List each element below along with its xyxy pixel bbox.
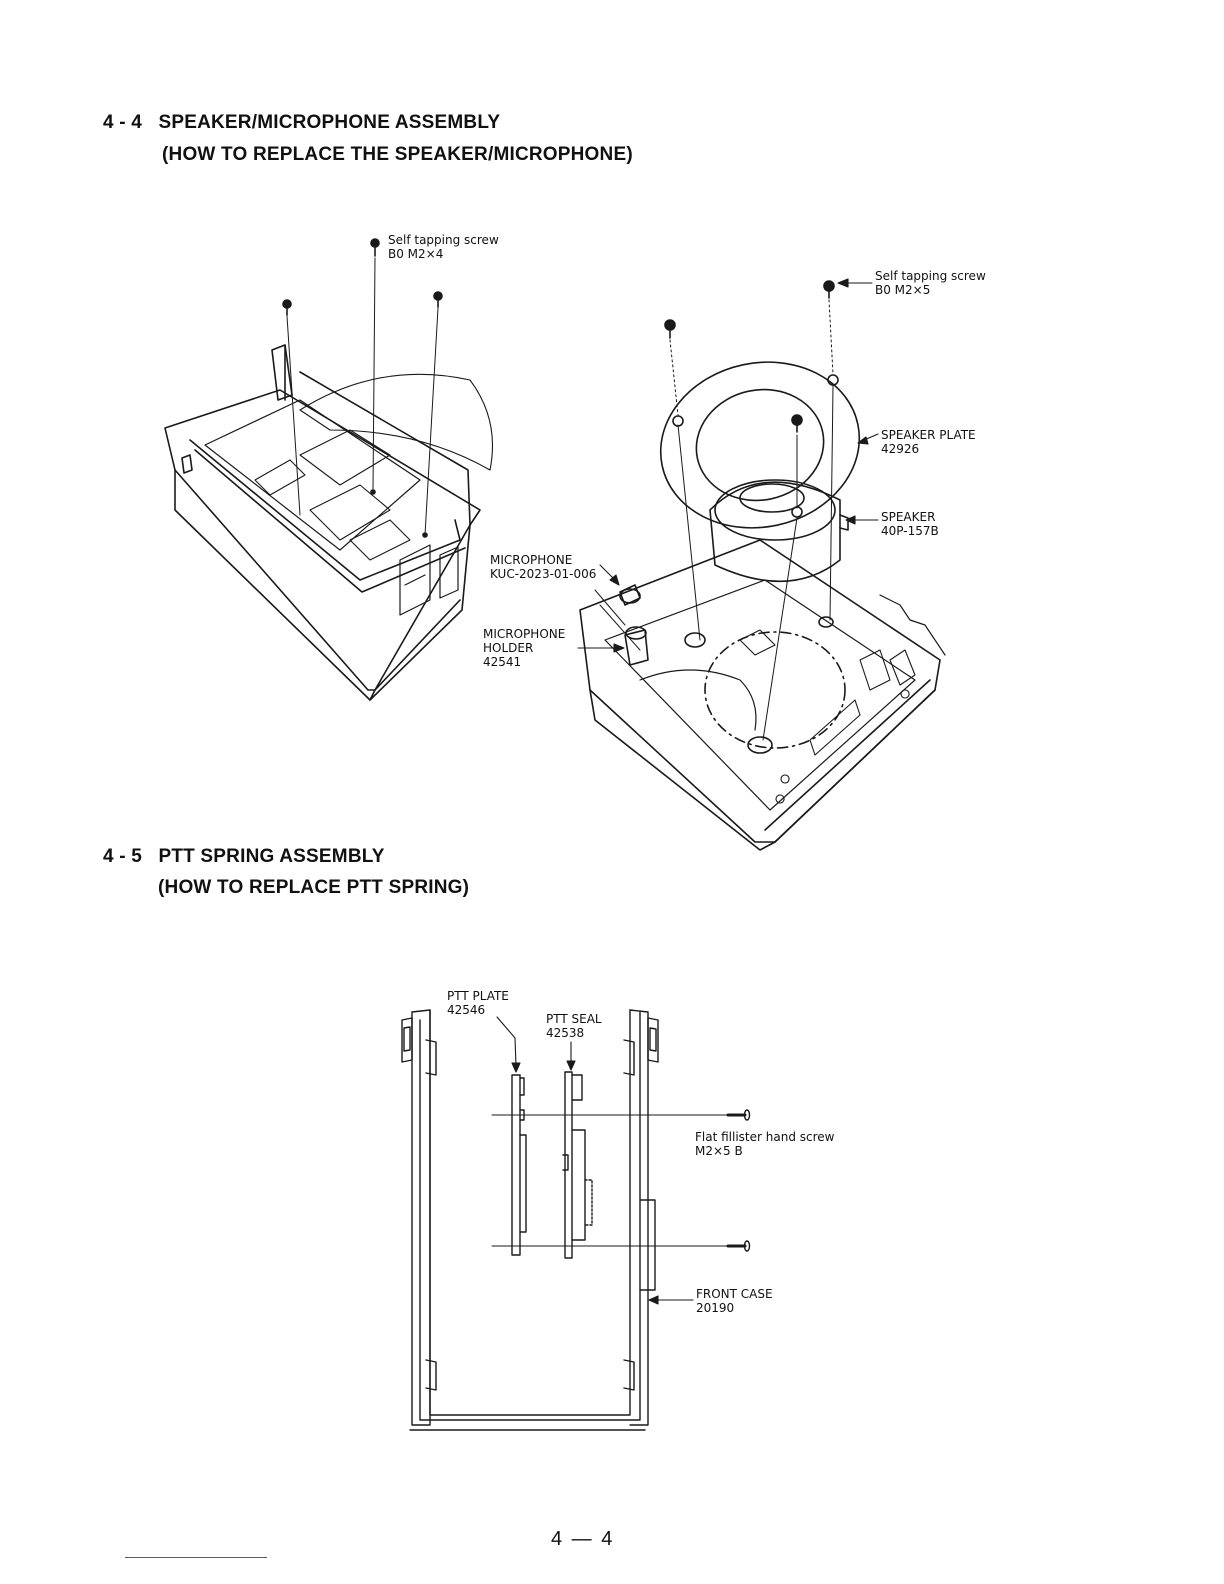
screw-icon — [791, 414, 803, 433]
speaker-part: 40P-157B — [881, 524, 939, 538]
screw-left-label: Self tapping screw B0 M2×4 — [388, 233, 499, 261]
microphone-name: MICROPHONE — [490, 553, 573, 567]
front-case-label: FRONT CASE 20190 — [696, 1287, 773, 1315]
ptt-seal-part: 42538 — [546, 1026, 585, 1040]
screw-icon — [726, 1240, 751, 1252]
microphone-holder-name2: HOLDER — [483, 641, 534, 655]
screw-left-part: B0 M2×4 — [388, 247, 444, 261]
section-4-4-number: 4 - 4 — [103, 112, 143, 133]
section-4-5-title: PTT SPRING ASSEMBLY — [158, 846, 385, 867]
chassis-left-illustration — [164, 238, 493, 701]
ptt-plate-name: PTT PLATE — [447, 989, 509, 1003]
screw-left-name: Self tapping screw — [388, 233, 499, 247]
footer-rule — [125, 1557, 267, 1558]
ptt-plate-label: PTT PLATE 42546 — [447, 989, 509, 1017]
speaker-plate-part: 42926 — [881, 442, 920, 456]
microphone-holder-label: MICROPHONE HOLDER 42541 — [483, 627, 565, 669]
speaker-label: SPEAKER 40P-157B — [881, 510, 939, 538]
ptt-seal-name: PTT SEAL — [546, 1012, 602, 1026]
microphone-holder-name1: MICROPHONE — [483, 627, 566, 641]
front-case-part: 20190 — [696, 1301, 735, 1315]
screw-icon — [823, 280, 835, 299]
front-case-name: FRONT CASE — [696, 1287, 773, 1301]
ptt-seal-label: PTT SEAL 42538 — [546, 1012, 602, 1040]
section-4-4-heading: 4 - 4 SPEAKER/MICROPHONE ASSEMBLY — [103, 112, 500, 134]
microphone-label: MICROPHONE KUC-2023-01-006 — [490, 553, 596, 581]
screw-icon — [664, 319, 676, 339]
section-4-5-subtitle: (HOW TO REPLACE PTT SPRING) — [158, 877, 470, 898]
screw-icon — [433, 291, 443, 308]
screw-right-label: Self tapping screw B0 M2×5 — [875, 269, 986, 297]
leader-lines — [577, 278, 879, 653]
section-4-4-title: SPEAKER/MICROPHONE ASSEMBLY — [158, 112, 501, 133]
screw-right-part: B0 M2×5 — [875, 283, 931, 297]
page-number: 4 — 4 — [551, 1528, 615, 1550]
ptt-plate-part: 42546 — [447, 1003, 486, 1017]
leader-lines-figure2 — [496, 1016, 694, 1305]
speaker-plate-name: SPEAKER PLATE — [881, 428, 976, 442]
flat-screw-label: Flat fillister hand screw M2×5 B — [695, 1130, 834, 1158]
speaker-name: SPEAKER — [881, 510, 936, 524]
front-case-illustration — [401, 1009, 751, 1431]
speaker-assembly-illustration — [579, 280, 946, 851]
section-4-5-number: 4 - 5 — [103, 846, 143, 867]
screw-icon — [370, 238, 380, 257]
screw-icon — [726, 1109, 751, 1121]
microphone-holder-part: 42541 — [483, 655, 522, 669]
screw-icon — [282, 299, 292, 316]
flat-screw-name: Flat fillister hand screw — [695, 1130, 835, 1144]
speaker-plate-label: SPEAKER PLATE 42926 — [881, 428, 976, 456]
section-4-5-heading: 4 - 5 PTT SPRING ASSEMBLY — [103, 846, 385, 868]
microphone-part: KUC-2023-01-006 — [490, 567, 597, 581]
screw-right-name: Self tapping screw — [875, 269, 986, 283]
section-4-4-subtitle: (HOW TO REPLACE THE SPEAKER/MICROPHONE) — [162, 144, 633, 165]
flat-screw-part: M2×5 B — [695, 1144, 743, 1158]
